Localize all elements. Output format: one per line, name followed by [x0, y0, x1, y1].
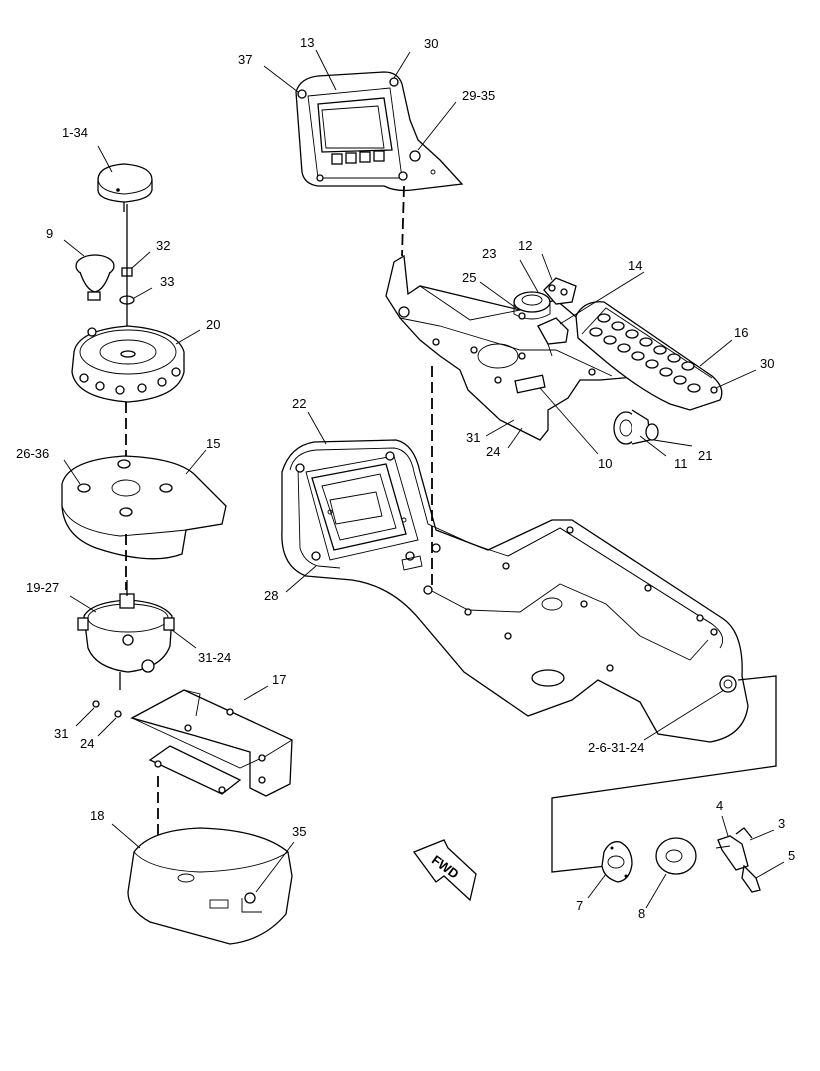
callout-23: 23 [482, 246, 496, 261]
callout-14: 14 [628, 258, 642, 273]
callout-24-left: 24 [80, 736, 94, 751]
part-lower-housing [127, 827, 293, 945]
callout-33: 33 [160, 274, 174, 289]
part-console-frame [281, 439, 749, 743]
leader-lines [63, 49, 785, 909]
callout-37: 37 [238, 52, 252, 67]
callout-21: 21 [698, 448, 712, 463]
part-mounting-bracket [130, 689, 293, 797]
callout-9: 9 [46, 226, 53, 241]
callout-24-center: 24 [486, 444, 500, 459]
part-bracket-plate [385, 254, 648, 441]
callout-22: 22 [292, 396, 306, 411]
part-knob-cap [97, 163, 153, 212]
callout-31-center: 31 [466, 430, 480, 445]
callout-13: 13 [300, 35, 314, 50]
callout-20: 20 [206, 317, 220, 332]
part-cover [61, 455, 227, 560]
part-keypad [575, 301, 723, 411]
callout-28: 28 [264, 588, 278, 603]
part-switch-14 [537, 317, 569, 357]
callout-16: 16 [734, 325, 748, 340]
part-control-ring [71, 325, 185, 403]
callout-4: 4 [716, 798, 723, 813]
axis-top [401, 185, 405, 257]
callout-7: 7 [576, 898, 583, 913]
callout-30-top: 30 [424, 36, 438, 51]
callout-31-24: 31-24 [198, 650, 231, 665]
callout-31-left: 31 [54, 726, 68, 741]
callout-30-right: 30 [760, 356, 774, 371]
part-handle-knob [75, 254, 115, 301]
part-rotary-11-21 [613, 409, 659, 445]
part-sensor-4-3-5 [715, 827, 761, 893]
callout-5: 5 [788, 848, 795, 863]
callout-32: 32 [156, 238, 170, 253]
part-switch-23-25 [513, 291, 551, 320]
callout-11: 11 [674, 456, 688, 471]
part-joystick-base [77, 580, 175, 690]
callout-29-35: 29-35 [462, 88, 495, 103]
callout-26-36: 26-36 [16, 446, 49, 461]
keypad-buttons [589, 313, 701, 393]
callout-1-34: 1-34 [62, 125, 88, 140]
callout-2-6-31-24: 2-6-31-24 [588, 740, 644, 755]
part-seal-8 [655, 837, 697, 875]
callout-17: 17 [272, 672, 286, 687]
callout-12: 12 [518, 238, 532, 253]
callout-35: 35 [292, 824, 306, 839]
callout-25: 25 [462, 270, 476, 285]
callout-labels: 13 30 37 29-35 1-34 9 32 33 20 23 12 14 … [16, 35, 795, 921]
part-nut-washer [119, 204, 135, 330]
fwd-direction-arrow: FWD [412, 839, 477, 902]
callout-15: 15 [206, 436, 220, 451]
part-gasket-7 [601, 841, 633, 883]
callout-19-27: 19-27 [26, 580, 59, 595]
part-small-bolt-washer [92, 700, 122, 718]
part-switch-12 [543, 277, 577, 305]
callout-10: 10 [598, 456, 612, 471]
callout-18: 18 [90, 808, 104, 823]
callout-8: 8 [638, 906, 645, 921]
callout-3: 3 [778, 816, 785, 831]
cable-route [551, 675, 777, 873]
part-monitor-panel [295, 71, 464, 192]
